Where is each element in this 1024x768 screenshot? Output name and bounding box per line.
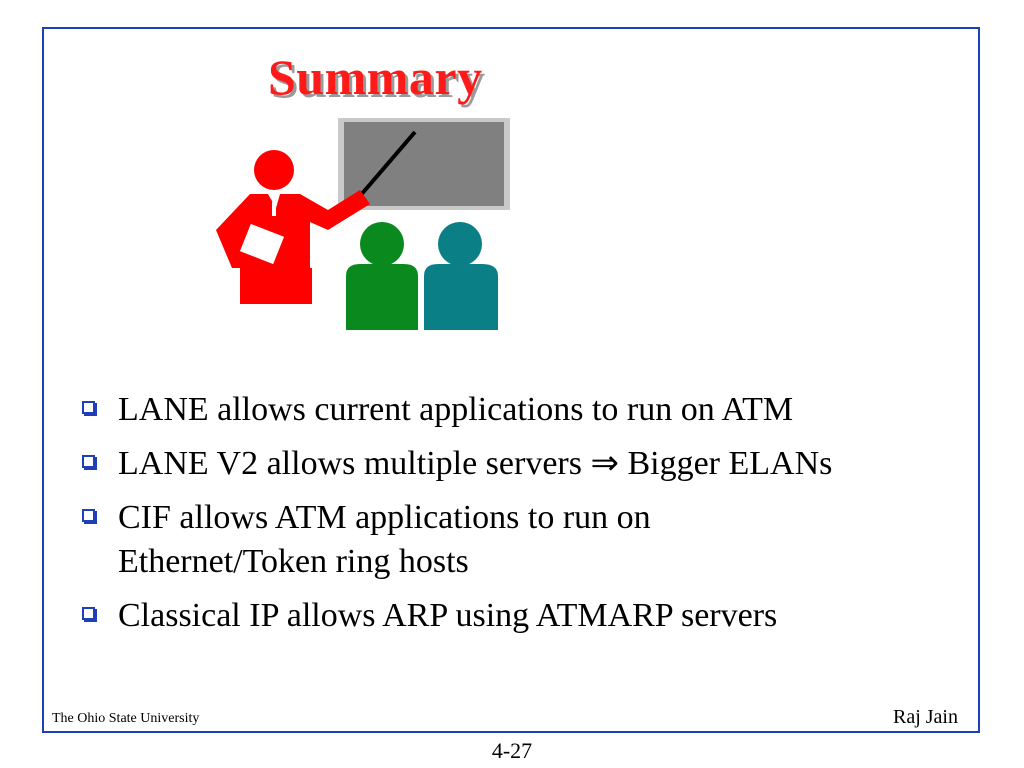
bullet-text: LANE allows current applications to run …	[118, 391, 794, 428]
bullet-item: Classical IP allows ARP using ATMARP ser…	[78, 594, 978, 638]
bullet-text: CIF allows ATM applications to run on Et…	[118, 499, 651, 580]
bullet-item: LANE V2 allows multiple servers ⇒ Bigger…	[78, 442, 978, 486]
bullet-item: LANE allows current applications to run …	[78, 388, 978, 432]
presenter-clipart-icon	[216, 118, 510, 330]
bullet-square-icon	[82, 401, 95, 414]
bullet-square-icon	[82, 455, 95, 468]
footer-author: Raj Jain	[893, 706, 958, 728]
bullet-list: LANE allows current applications to run …	[78, 388, 978, 648]
bullet-square-icon	[82, 509, 95, 522]
bullet-text: LANE V2 allows multiple servers ⇒ Bigger…	[118, 445, 833, 482]
slide-title: Summary	[268, 49, 483, 105]
footer-institution: The Ohio State University	[52, 711, 200, 726]
page-number: 4-27	[491, 738, 533, 763]
bullet-square-icon	[82, 607, 95, 620]
slide-frame	[42, 27, 980, 733]
bullet-item: CIF allows ATM applications to run on Et…	[78, 496, 978, 584]
bullet-text: Classical IP allows ARP using ATMARP ser…	[118, 597, 778, 634]
